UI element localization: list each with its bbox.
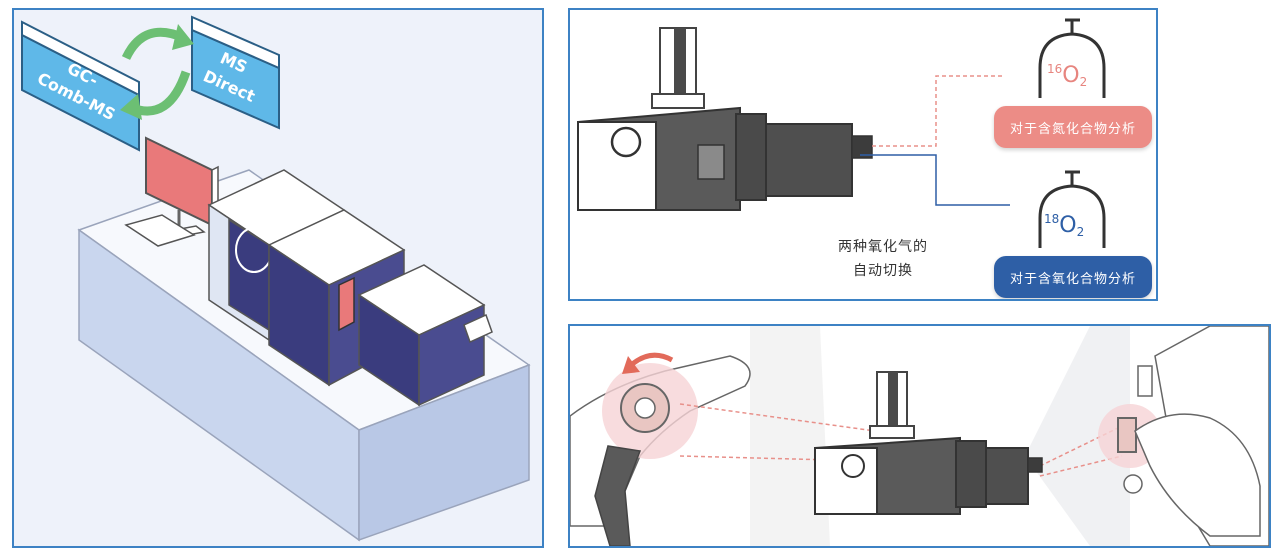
gas-label-18o2: 18O2	[1044, 212, 1084, 239]
interface-port-ring	[610, 126, 642, 158]
center-collar	[869, 425, 915, 439]
cylinder-16-icon	[1038, 18, 1106, 98]
interface-front-cap	[577, 121, 657, 211]
gas-16-subscript: 2	[1079, 75, 1088, 89]
instrument-illustration: GC- Comb-MS MS Direct	[21, 15, 531, 542]
nitrogen-analysis-label: 对于含氮化合物分析	[994, 106, 1152, 148]
center-front-cap	[814, 447, 878, 515]
guide-left-top	[679, 403, 876, 432]
column-core	[674, 28, 686, 96]
keyboard	[124, 214, 196, 247]
center-flange	[955, 440, 987, 508]
gas-line-18	[860, 154, 1010, 206]
interface-outlet	[851, 135, 873, 159]
gas-line-16	[872, 75, 1002, 147]
instrument-overview-panel: GC- Comb-MS MS Direct	[12, 8, 544, 548]
arrow-lower-head	[120, 94, 142, 120]
switching-caption-line2: 自动切换	[853, 263, 913, 279]
rotate-arrow-head	[622, 356, 640, 374]
column-collar	[651, 93, 705, 109]
gas-16-mass: 16	[1047, 62, 1063, 76]
guide-right-top	[1039, 425, 1123, 467]
interface-tube	[765, 123, 853, 197]
left-hand-detail	[570, 352, 751, 546]
gas-switching-panel: 16O2 18O2 对于含氮化合物分析 对于含氧化合物分析 两种氧化气的 自动切…	[568, 8, 1158, 301]
beam-left	[750, 326, 830, 546]
right-lower-knob	[1123, 474, 1143, 494]
cylinder-18-icon	[1038, 170, 1106, 248]
right-hand	[1134, 413, 1261, 537]
arrow-upper-head	[172, 24, 194, 50]
center-port-ring	[841, 454, 865, 478]
cyl16-body	[1038, 32, 1106, 98]
left-fitting-center	[634, 397, 656, 419]
right-hand-detail	[1098, 326, 1269, 546]
connection-detail-illustration	[570, 326, 1269, 546]
gas-18-symbol: O	[1059, 213, 1077, 238]
ms-module-port	[463, 313, 493, 344]
center-tube	[985, 447, 1029, 505]
interface-panel	[697, 144, 725, 180]
gc-comb-ms-screen: GC- Comb-MS	[21, 20, 140, 152]
beam-right	[1025, 326, 1130, 546]
switch-arrows-icon	[120, 24, 194, 120]
bench-side	[358, 363, 530, 542]
gas-label-16o2: 16O2	[1047, 62, 1087, 89]
gas-16-symbol: O	[1062, 63, 1080, 88]
left-tubing	[594, 445, 642, 546]
right-connector-icon	[1117, 417, 1137, 453]
gas-18-subscript: 2	[1076, 225, 1085, 239]
center-outlet	[1027, 457, 1043, 473]
interface-flange	[735, 113, 767, 201]
center-column-core	[888, 372, 898, 427]
comb-module-window	[338, 276, 355, 332]
cyl18-body	[1038, 184, 1106, 248]
guide-left-bottom	[679, 455, 871, 462]
right-upper-fitting	[1137, 365, 1153, 397]
arrow-lower	[130, 70, 191, 116]
ms-direct-screen: MS Direct	[191, 15, 280, 130]
switching-caption-line1: 两种氧化气的	[838, 239, 928, 255]
gc-comb-ms-titlebar	[21, 20, 140, 97]
gas-switching-diagram	[577, 18, 1106, 248]
gas-18-mass: 18	[1044, 212, 1060, 226]
oxygen-analysis-label: 对于含氧化合物分析	[994, 256, 1152, 298]
connection-detail-panel	[568, 324, 1271, 548]
ms-direct-titlebar	[191, 15, 280, 70]
